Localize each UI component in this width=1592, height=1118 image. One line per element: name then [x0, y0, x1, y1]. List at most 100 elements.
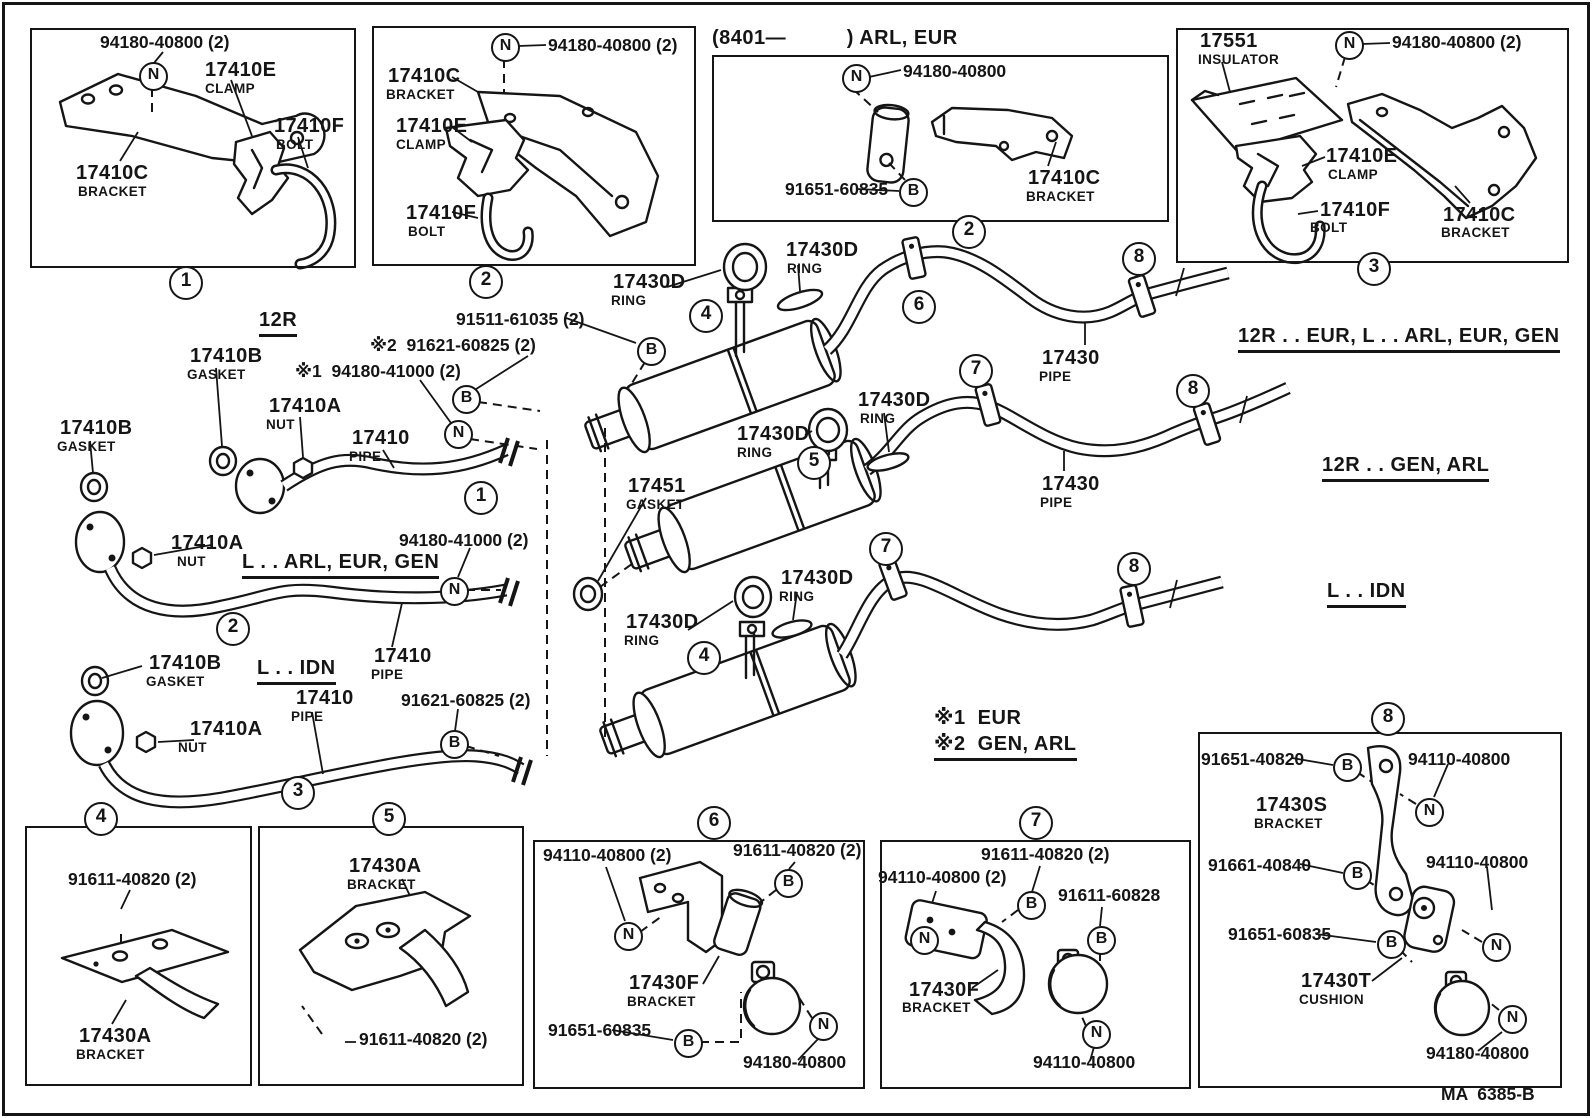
- item-number-7: 7: [1019, 806, 1053, 840]
- part-number-label: 17451: [628, 475, 686, 497]
- callout-B-icon: B: [899, 178, 928, 207]
- item-number-3: 3: [281, 776, 315, 810]
- item-number-7: 7: [959, 354, 993, 388]
- part-desc-label: GASKET: [146, 674, 205, 689]
- fastener-number-label: ※1 94180-41000 (2): [295, 361, 461, 381]
- callout-N-icon: N: [1335, 31, 1364, 60]
- part-desc-label: NUT: [178, 740, 207, 755]
- part-desc-label: CUSHION: [1299, 992, 1365, 1007]
- part-number-label: 17430D: [613, 271, 686, 293]
- fastener-number-label: 94110-40800: [1408, 749, 1511, 769]
- fastener-number-label: 91611-40820 (2): [359, 1029, 488, 1049]
- callout-N-icon: N: [1482, 933, 1511, 962]
- part-desc-label: NUT: [177, 554, 206, 569]
- part-number-label: 17430D: [626, 611, 699, 633]
- part-number-label: 17410: [296, 687, 354, 709]
- fastener-number-label: 91661-40840: [1208, 855, 1312, 875]
- item-number-8: 8: [1117, 552, 1151, 586]
- part-desc-label: BRACKET: [1441, 225, 1510, 240]
- fastener-number-label: 91651-60835: [785, 179, 889, 199]
- part-number-label: 17410B: [149, 652, 222, 674]
- part-number-label: 17410B: [60, 417, 133, 439]
- fastener-number-label: 94180-41000 (2): [399, 530, 529, 550]
- item-number-1: 1: [169, 266, 203, 300]
- part-number-label: 17410A: [171, 532, 244, 554]
- part-desc-label: GASKET: [187, 367, 246, 382]
- part-desc-label: RING: [787, 261, 823, 276]
- part-desc-label: BRACKET: [386, 87, 455, 102]
- part-desc-label: GASKET: [626, 497, 685, 512]
- part-number-label: 17410: [374, 645, 432, 667]
- item-number-1: 1: [464, 481, 498, 515]
- part-desc-label: BRACKET: [902, 1000, 971, 1015]
- part-desc-label: PIPE: [291, 709, 324, 724]
- production-range-header: (8401— ) ARL, EUR: [712, 27, 958, 49]
- panel-item-8-box: [1198, 732, 1562, 1088]
- callout-B-icon: B: [637, 337, 666, 366]
- section-header: L . . IDN: [257, 658, 336, 685]
- section-header: L . . ARL, EUR, GEN: [242, 552, 440, 579]
- fastener-number-label: 94110-40800 (2): [878, 867, 1007, 887]
- fastener-number-label: 91611-40820 (2): [981, 844, 1110, 864]
- part-number-label: 17410B: [190, 345, 263, 367]
- item-number-4: 4: [84, 802, 118, 836]
- callout-N-icon: N: [842, 64, 871, 93]
- part-number-label: 17410E: [1326, 145, 1398, 167]
- callout-N-icon: N: [910, 926, 939, 955]
- fastener-number-label: 94110-40800: [1033, 1052, 1136, 1072]
- item-number-8: 8: [1122, 242, 1156, 276]
- item-number-3: 3: [1357, 252, 1391, 286]
- part-desc-label: BRACKET: [1254, 816, 1323, 831]
- callout-B-icon: B: [1087, 926, 1116, 955]
- part-number-label: 17410C: [1443, 204, 1516, 226]
- part-desc-label: BRACKET: [76, 1047, 145, 1062]
- callout-B-icon: B: [440, 730, 469, 759]
- callout-N-icon: N: [809, 1012, 838, 1041]
- fastener-number-label: 94110-40800: [1426, 852, 1529, 872]
- item-number-6: 6: [697, 806, 731, 840]
- fastener-number-label: 94110-40800 (2): [543, 845, 672, 865]
- part-number-label: 17430F: [909, 979, 980, 1001]
- part-desc-label: BRACKET: [347, 877, 416, 892]
- callout-B-icon: B: [1343, 861, 1372, 890]
- callout-B-icon: B: [1377, 930, 1406, 959]
- item-number-2: 2: [216, 612, 250, 646]
- fastener-number-label: 94180-40800 (2): [1392, 32, 1522, 52]
- fastener-number-label: 94180-40800: [903, 61, 1007, 81]
- panel-item-2-box: [372, 26, 696, 266]
- item-number-7: 7: [869, 532, 903, 566]
- part-desc-label: PIPE: [1040, 495, 1073, 510]
- fastener-number-label: 91611-40820 (2): [68, 869, 197, 889]
- callout-N-icon: N: [614, 922, 643, 951]
- callout-N-icon: N: [491, 33, 520, 62]
- fastener-number-label: 94180-40800 (2): [548, 35, 678, 55]
- note-label: ※2 GEN, ARL: [934, 734, 1077, 761]
- callout-B-icon: B: [674, 1029, 703, 1058]
- fastener-number-label: 94180-40800: [1426, 1043, 1530, 1063]
- part-number-label: 17551: [1200, 30, 1258, 52]
- part-desc-label: BRACKET: [1026, 189, 1095, 204]
- part-desc-label: NUT: [266, 417, 295, 432]
- item-number-8: 8: [1176, 374, 1210, 408]
- fastener-number-label: 91611-60828: [1058, 885, 1161, 905]
- part-number-label: 17430S: [1256, 794, 1328, 816]
- item-number-5: 5: [372, 802, 406, 836]
- section-header: 12R: [259, 310, 298, 337]
- part-desc-label: BRACKET: [78, 184, 147, 199]
- item-number-2: 2: [469, 265, 503, 299]
- callout-B-icon: B: [1333, 753, 1362, 782]
- part-desc-label: GASKET: [57, 439, 116, 454]
- part-desc-label: RING: [737, 445, 773, 460]
- part-desc-label: BRACKET: [627, 994, 696, 1009]
- part-number-label: 17430: [1042, 347, 1100, 369]
- callout-N-icon: N: [1498, 1005, 1527, 1034]
- part-number-label: 17410C: [1028, 167, 1101, 189]
- part-desc-label: PIPE: [371, 667, 404, 682]
- part-number-label: 17430D: [858, 389, 931, 411]
- panel-arl-eur-box: [712, 55, 1169, 222]
- part-desc-label: BOLT: [408, 224, 446, 239]
- callout-N-icon: N: [444, 420, 473, 449]
- part-number-label: 17410F: [274, 115, 345, 137]
- part-number-label: 17430A: [349, 855, 422, 877]
- panel-item-6-box: [533, 840, 865, 1089]
